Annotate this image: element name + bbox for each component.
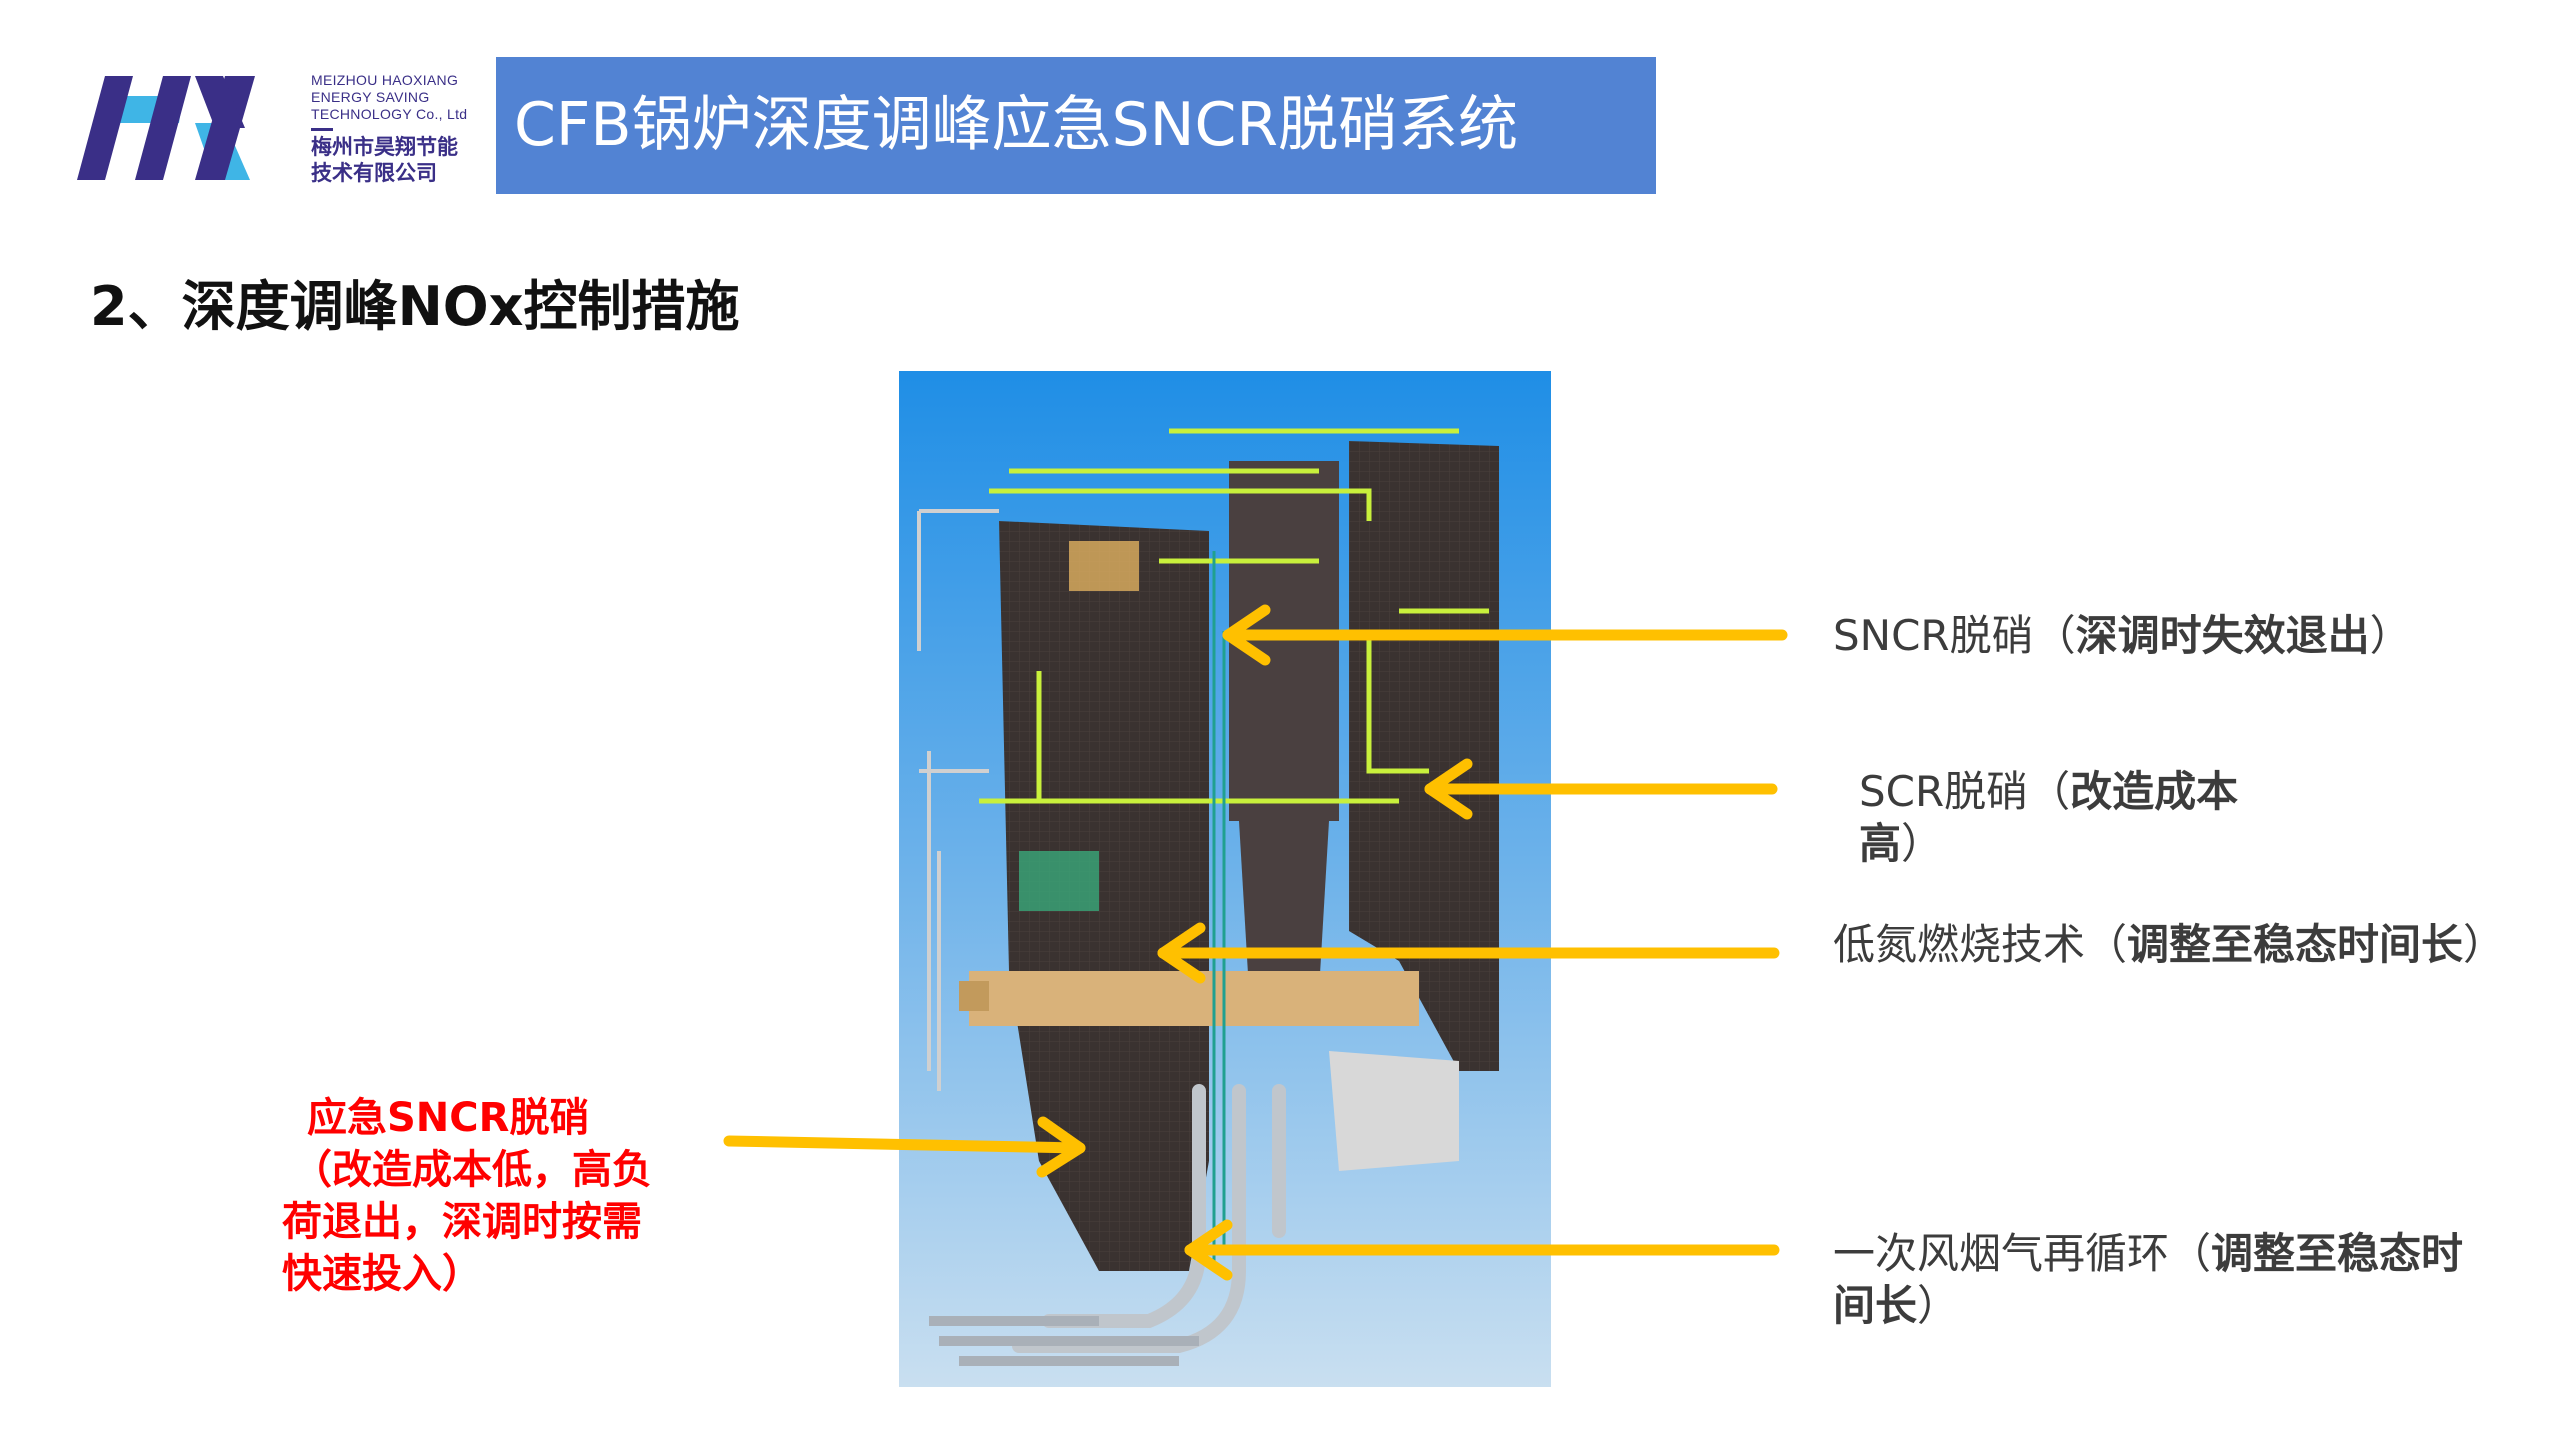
label-line: （改造成本低，高负 <box>292 1147 652 1193</box>
title-bar: CFB锅炉深度调峰应急SNCR脱硝系统 <box>496 57 1656 194</box>
boiler-3d-model-image <box>899 371 1551 1387</box>
label-emphasis: 调整至稳态时间长 <box>2127 920 2464 969</box>
label-emphasis: 深调时失效退出 <box>2075 611 2370 660</box>
logo-en-line: TECHNOLOGY Co., Ltd <box>311 106 468 122</box>
slide-title: CFB锅炉深度调峰应急SNCR脱硝系统 <box>514 90 1519 160</box>
label-emphasis: 间长 <box>1833 1281 1918 1330</box>
label-text: 低氮燃烧技术（ <box>1833 920 2128 969</box>
label-sncr: SNCR脱硝（深调时失效退出） <box>1833 610 2412 662</box>
label-text: ） <box>2463 920 2506 969</box>
label-emphasis: 调整至稳态时 <box>2211 1229 2464 1278</box>
logo-cn-line: 技术有限公司 <box>311 161 437 185</box>
label-text: SCR脱硝（ <box>1859 767 2071 816</box>
logo-divider <box>311 128 333 131</box>
label-emergency-sncr: 应急SNCR脱硝 （改造成本低，高负 荷退出，深调时按需 快速投入） <box>282 1092 652 1300</box>
logo-en-line: MEIZHOU HAOXIANG <box>311 72 459 88</box>
label-low-nox: 低氮燃烧技术（调整至稳态时间长） <box>1833 919 2505 971</box>
label-text: 一次风烟气再循环（ <box>1833 1229 2212 1278</box>
label-line: 快速投入） <box>282 1251 482 1297</box>
logo-cn-line: 梅州市昊翔节能 <box>311 135 458 159</box>
label-line: 应急SNCR脱硝 <box>307 1095 590 1141</box>
logo-en-line: ENERGY SAVING <box>311 89 430 105</box>
label-emphasis: 高 <box>1859 819 1902 868</box>
label-fgr: 一次风烟气再循环（调整至稳态时间长） <box>1833 1228 2463 1332</box>
label-text: ） <box>1917 1281 1960 1330</box>
section-heading: 2、深度调峰NOx控制措施 <box>90 275 740 338</box>
label-text: ） <box>2369 611 2412 660</box>
logo-mark-icon <box>77 76 255 180</box>
label-text: SNCR脱硝（ <box>1833 611 2076 660</box>
label-line: 荷退出，深调时按需 <box>282 1199 642 1245</box>
label-text: ） <box>1901 819 1944 868</box>
company-logo: MEIZHOU HAOXIANG ENERGY SAVING TECHNOLOG… <box>75 68 485 188</box>
label-scr: SCR脱硝（改造成本高） <box>1859 766 2238 870</box>
label-emphasis: 改造成本 <box>2070 767 2239 816</box>
